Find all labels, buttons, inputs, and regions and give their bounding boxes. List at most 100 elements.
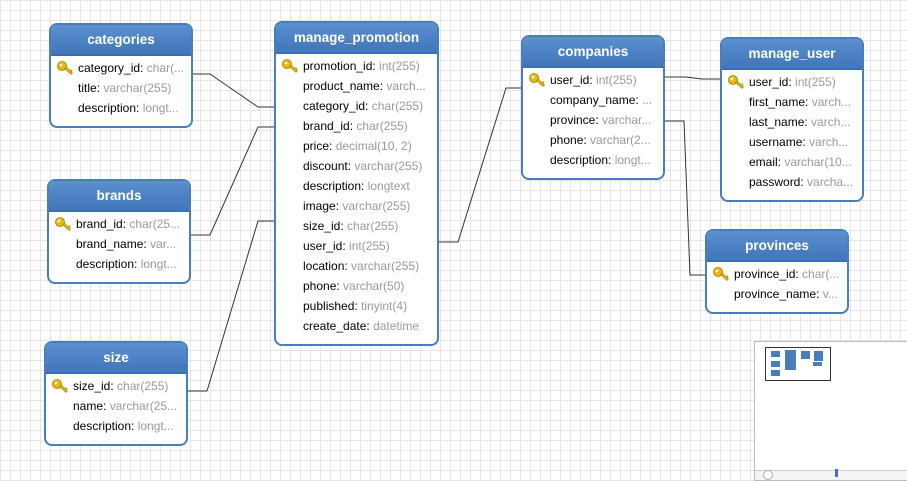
column-row[interactable]: product_name: varch... xyxy=(276,76,437,96)
column-row[interactable]: description: longt... xyxy=(46,416,186,436)
table-header[interactable]: size xyxy=(46,343,186,374)
column-separator: : xyxy=(349,119,357,133)
column-separator: : xyxy=(795,267,803,281)
column-row[interactable]: user_id: int(255) xyxy=(276,236,437,256)
column-row[interactable]: discount: varchar(255) xyxy=(276,156,437,176)
table-header[interactable]: manage_promotion xyxy=(276,23,437,54)
column-row[interactable]: first_name: varch... xyxy=(722,92,862,112)
column-name: phone xyxy=(550,133,584,147)
column-list: size_id: char(255)name: varchar(25...des… xyxy=(46,374,186,436)
column-row[interactable]: province_name: v... xyxy=(707,284,847,304)
table-provinces[interactable]: provinces province_id: char(...province_… xyxy=(705,229,849,314)
column-row[interactable]: province: varchar... xyxy=(523,110,663,130)
key-icon xyxy=(529,73,545,87)
column-separator: : xyxy=(335,199,343,213)
column-type: ... xyxy=(642,93,653,107)
column-separator: : xyxy=(342,239,350,253)
table-manage-user[interactable]: manage_user user_id: int(255)first_name:… xyxy=(720,37,864,202)
table-categories[interactable]: categories category_id: char(...title: v… xyxy=(49,23,193,128)
column-row[interactable]: published: tinyint(4) xyxy=(276,296,437,316)
column-type: char(25... xyxy=(129,217,181,231)
column-row[interactable]: category_id: char(255) xyxy=(276,96,437,116)
column-separator: : xyxy=(788,75,796,89)
column-name: user_id xyxy=(550,73,590,87)
column-type: varchar... xyxy=(602,113,652,127)
column-separator: : xyxy=(372,59,380,73)
column-row[interactable]: username: varch... xyxy=(722,132,862,152)
column-separator: : xyxy=(365,99,372,113)
minimap-marker xyxy=(835,469,838,477)
table-header[interactable]: manage_user xyxy=(722,39,862,70)
primary-key-column[interactable]: size_id: char(255) xyxy=(46,376,186,396)
table-brands[interactable]: brands brand_id: char(25...brand_name: v… xyxy=(47,179,191,284)
column-row[interactable]: password: varcha... xyxy=(722,172,862,192)
column-type: datetime xyxy=(373,319,420,333)
primary-key-column[interactable]: user_id: int(255) xyxy=(523,70,663,90)
primary-key-column[interactable]: promotion_id: int(255) xyxy=(276,56,437,76)
column-row[interactable]: location: varchar(255) xyxy=(276,256,437,276)
minimap[interactable] xyxy=(754,341,907,481)
column-type: int(255) xyxy=(795,75,836,89)
column-type: longt... xyxy=(137,419,174,433)
column-type: var... xyxy=(150,237,177,251)
column-row[interactable]: phone: varchar(2... xyxy=(523,130,663,150)
column-list: category_id: char(...title: varchar(255)… xyxy=(51,56,191,118)
column-row[interactable]: email: varchar(10... xyxy=(722,152,862,172)
column-name: company_name xyxy=(550,93,636,107)
column-type: v... xyxy=(822,287,838,301)
column-row[interactable]: company_name: ... xyxy=(523,90,663,110)
primary-key-column[interactable]: category_id: char(... xyxy=(51,58,191,78)
column-row[interactable]: phone: varchar(50) xyxy=(276,276,437,296)
primary-key-column[interactable]: province_id: char(... xyxy=(707,264,847,284)
column-row[interactable]: brand_name: var... xyxy=(49,234,189,254)
column-separator: : xyxy=(136,101,143,115)
key-icon xyxy=(282,59,298,73)
column-row[interactable]: name: varchar(25... xyxy=(46,396,186,416)
column-separator: : xyxy=(336,279,344,293)
column-separator: : xyxy=(110,379,118,393)
column-row[interactable]: title: varchar(255) xyxy=(51,78,191,98)
column-row[interactable]: description: longt... xyxy=(523,150,663,170)
column-name: price xyxy=(303,139,330,153)
minimap-scrollbar[interactable] xyxy=(755,469,907,480)
column-name: create_date xyxy=(303,319,367,333)
table-header[interactable]: companies xyxy=(523,37,663,68)
column-type: varchar(255) xyxy=(103,81,172,95)
column-row[interactable]: size_id: char(255) xyxy=(276,216,437,236)
minimap-viewport[interactable] xyxy=(765,347,831,381)
table-header[interactable]: provinces xyxy=(707,231,847,262)
column-list: province_id: char(...province_name: v... xyxy=(707,262,847,304)
table-manage-promotion[interactable]: manage_promotion promotion_id: int(255)p… xyxy=(274,21,439,346)
edge-companies-provinces[interactable] xyxy=(664,120,707,276)
column-name: category_id xyxy=(303,99,366,113)
column-type: varchar(255) xyxy=(351,259,420,273)
edge-size-manage-promotion[interactable] xyxy=(188,220,276,392)
minimap-entity xyxy=(813,362,822,366)
column-type: varch... xyxy=(811,95,852,109)
table-companies[interactable]: companies user_id: int(255)company_name:… xyxy=(521,35,665,180)
primary-key-column[interactable]: user_id: int(255) xyxy=(722,72,862,92)
column-row[interactable]: image: varchar(255) xyxy=(276,196,437,216)
column-name: brand_id xyxy=(303,119,350,133)
edge-companies-manage-user[interactable] xyxy=(664,76,722,80)
column-type: int(255) xyxy=(349,239,390,253)
key-icon xyxy=(55,217,71,231)
edge-brands-manage-promotion[interactable] xyxy=(191,126,276,236)
column-row[interactable]: description: longtext xyxy=(276,176,437,196)
column-row[interactable]: description: longt... xyxy=(49,254,189,274)
table-header[interactable]: brands xyxy=(49,181,189,212)
column-row[interactable]: create_date: datetime xyxy=(276,316,437,336)
column-row[interactable]: last_name: varch... xyxy=(722,112,862,132)
minimap-entity xyxy=(771,361,780,367)
column-row[interactable]: brand_id: char(255) xyxy=(276,116,437,136)
primary-key-column[interactable]: brand_id: char(25... xyxy=(49,214,189,234)
edge-manage-promotion-companies[interactable] xyxy=(438,87,523,243)
edge-categories-manage-promotion[interactable] xyxy=(193,73,276,108)
column-row[interactable]: price: decimal(10, 2) xyxy=(276,136,437,156)
column-row[interactable]: description: longt... xyxy=(51,98,191,118)
table-size[interactable]: size size_id: char(255)name: varchar(25.… xyxy=(44,341,188,446)
minimap-handle[interactable] xyxy=(763,470,773,480)
column-type: char(255) xyxy=(117,379,169,393)
table-header[interactable]: categories xyxy=(51,25,191,56)
